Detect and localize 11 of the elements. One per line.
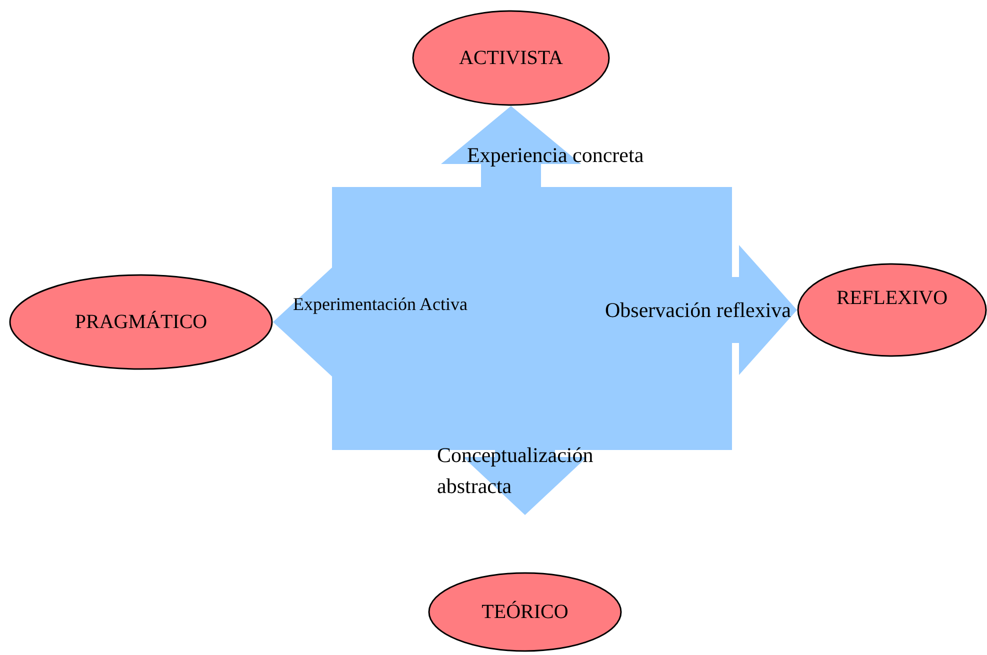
style-label: PRAGMÁTICO bbox=[74, 310, 208, 334]
edge-label: Experimentación Activa bbox=[293, 293, 468, 316]
style-label: ACTIVISTA bbox=[459, 46, 563, 70]
style-label: REFLEXIVO bbox=[836, 286, 948, 310]
block-arrow bbox=[441, 106, 581, 187]
edge-label: Observación reflexiva bbox=[605, 297, 792, 324]
block-arrow bbox=[732, 245, 797, 375]
edge-label: Conceptualización abstracta bbox=[437, 442, 594, 500]
block-arrow bbox=[463, 450, 587, 515]
edge-label: Experiencia concreta bbox=[467, 142, 645, 169]
style-label: TEÓRICO bbox=[482, 600, 568, 624]
